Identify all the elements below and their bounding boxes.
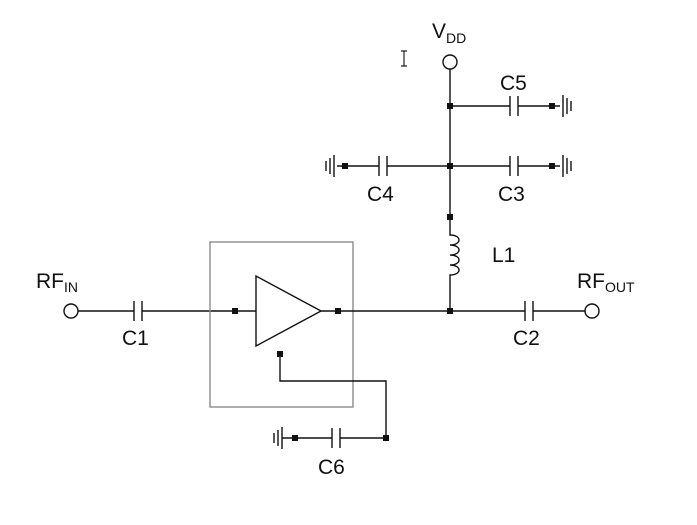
amplifier-package-box [209,241,354,408]
c3-label: C3 [498,183,525,206]
c1-capacitor-icon [133,301,143,321]
c5-ground-icon [562,95,572,117]
rf-out-terminal: RFOUT [577,270,635,319]
c6-label: C6 [318,456,345,479]
rf-in-label: RFIN [36,270,78,295]
supply-rail [447,103,453,220]
c4-label: C4 [367,183,394,206]
c3-branch: C3 [450,155,572,206]
rf-in-terminal: RFIN [36,270,79,319]
c3-capacitor-icon [509,156,519,176]
c2-capacitor-icon [524,301,534,321]
vdd-terminal: VDD [432,20,466,106]
rf-out-label: RFOUT [577,270,635,295]
c2-branch: C2 [447,301,585,350]
amplifier-block [209,241,450,408]
c1-label: C1 [122,327,149,350]
l1-label: L1 [492,244,515,267]
c4-branch: C4 [325,155,450,206]
c1-branch: C1 [78,301,256,350]
c6-branch: C6 [273,354,389,479]
text-cursor-icon [401,50,407,67]
c3-ground-icon [562,155,572,177]
c4-capacitor-icon [378,156,388,176]
c6-ground-icon [273,427,283,449]
c4-ground-icon [325,155,335,177]
c5-label: C5 [500,72,527,95]
c6-capacitor-icon [331,428,341,448]
l1-inductor-icon: L1 [449,217,515,311]
vdd-label: VDD [432,20,466,46]
c5-branch: C5 [450,72,572,117]
c2-label: C2 [513,327,540,350]
c5-capacitor-icon [509,96,519,116]
amplifier-icon [255,274,323,348]
